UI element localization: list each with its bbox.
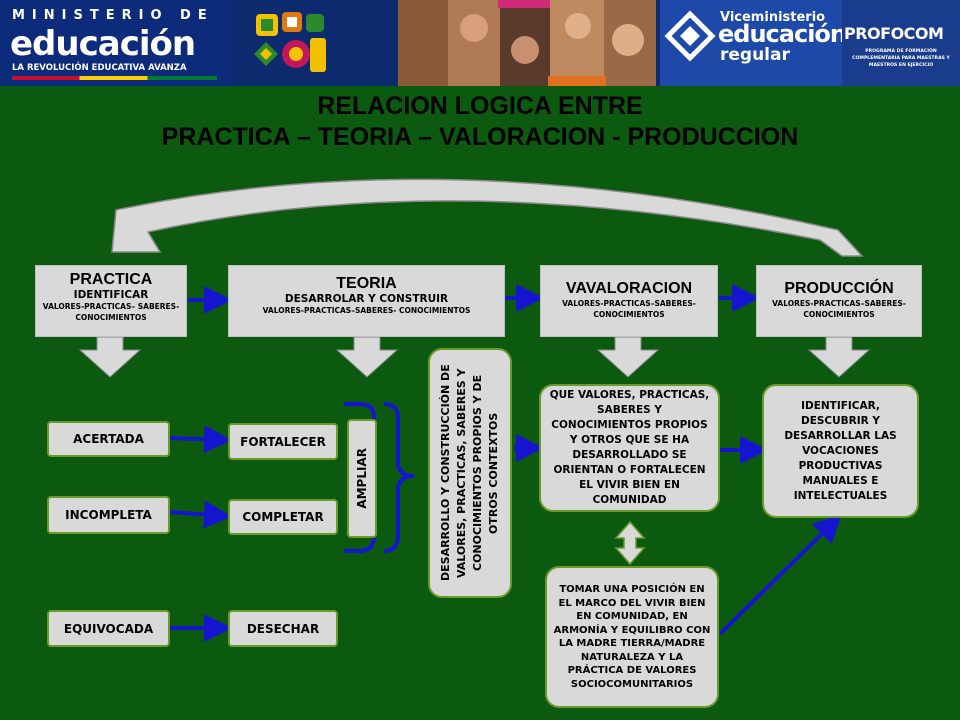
teoria-box: TEORIA DESARROLAR Y CONSTRUIR VALORES-PR… bbox=[228, 265, 505, 337]
down-arrow-practica bbox=[78, 336, 142, 378]
valoracion-question-box: QUE VALORES, PRACTICAS, SABERES Y CONOCI… bbox=[539, 384, 720, 512]
profocom-subtitle: PROGRAMA DE FORMACIÓN COMPLEMENTARIA PAR… bbox=[852, 49, 950, 68]
vice-educacion-text: educación bbox=[718, 20, 847, 48]
page-title-line2: PRACTICA – TEORIA – VALORACION - PRODUCC… bbox=[161, 123, 799, 151]
down-arrow-valoracion bbox=[596, 336, 660, 378]
page-title-line1: RELACION LOGICA ENTRE bbox=[317, 92, 643, 120]
desarrollo-text: DESARROLLO Y CONSTRUCCIÓN DE VALORES, PR… bbox=[439, 364, 500, 582]
completar-box: COMPLETAR bbox=[228, 499, 338, 535]
ampliar-box: AMPLIAR bbox=[347, 419, 377, 538]
valoracion-detail: VALORES-PRACTICAS–SABERES- CONOCIMIENTOS bbox=[562, 299, 696, 319]
incompleta-box: INCOMPLETA bbox=[47, 496, 170, 534]
return-curve-arrow bbox=[111, 178, 864, 257]
arrow-acertada-fortalecer bbox=[169, 425, 232, 454]
desechar-box: DESECHAR bbox=[228, 610, 338, 647]
arrow-position-produccion bbox=[718, 514, 842, 636]
valoracion-position-box: TOMAR UNA POSICIÓN EN EL MARCO DEL VIVIR… bbox=[545, 566, 719, 708]
viceministerio-text: Viceministerio bbox=[720, 10, 826, 25]
fortalecer-box: FORTALECER bbox=[228, 423, 338, 460]
arrow-incompleta-completar bbox=[169, 500, 232, 529]
practica-subtitle: IDENTIFICAR bbox=[73, 289, 149, 301]
teoria-detail: VALORES-PRACTICAS–SABERES- CONOCIMIENTOS bbox=[262, 306, 471, 315]
children-photo-strip bbox=[398, 0, 656, 86]
viceministerio-logo: Viceministerio educación regular bbox=[660, 0, 847, 86]
revolucion-text: LA REVOLUCIÓN EDUCATIVA AVANZA bbox=[12, 63, 187, 73]
ministerio-logo: MINISTERIO DE educación LA REVOLUCIÓN ED… bbox=[0, 0, 232, 86]
down-arrow-produccion bbox=[807, 336, 871, 378]
vice-emblem-icon bbox=[664, 10, 716, 62]
vice-regular-text: regular bbox=[720, 45, 790, 65]
produccion-detail: VALORES-PRACTICAS–SABERES- CONOCIMIENTOS bbox=[772, 299, 906, 319]
valoracion-box: VAVALORACION VALORES-PRACTICAS–SABERES- … bbox=[540, 265, 718, 337]
ampliar-label: AMPLIAR bbox=[355, 448, 369, 509]
profocom-title: PROFOCOM bbox=[844, 24, 944, 43]
valoracion-title: VAVALORACION bbox=[565, 280, 693, 297]
brace-right bbox=[383, 402, 415, 553]
practica-title: PRACTICA bbox=[69, 271, 153, 288]
ministerio-line: MINISTERIO DE bbox=[12, 8, 214, 23]
produccion-text-box: IDENTIFICAR, DESCUBRIR Y DESARROLLAR LAS… bbox=[762, 384, 919, 518]
teoria-subtitle: DESARROLAR Y CONSTRUIR bbox=[284, 293, 449, 305]
acertada-box: ACERTADA bbox=[47, 421, 170, 457]
equivocada-box: EQUIVOCADA bbox=[47, 610, 170, 647]
header-banner: MINISTERIO DE educación LA REVOLUCIÓN ED… bbox=[0, 0, 960, 86]
produccion-title: PRODUCCIÓN bbox=[784, 280, 894, 297]
profocom-logo: PROFOCOM PROGRAMA DE FORMACIÓN COMPLEMEN… bbox=[842, 0, 960, 86]
double-arrow bbox=[614, 520, 646, 566]
practica-detail: VALORES-PRACTICAS– SABERES- CONOCIMIENTO… bbox=[42, 302, 180, 322]
practica-box: PRACTICA IDENTIFICAR VALORES-PRACTICAS– … bbox=[35, 265, 187, 337]
educacion-word: educación bbox=[10, 24, 196, 64]
desarrollo-box: DESARROLLO Y CONSTRUCCIÓN DE VALORES, PR… bbox=[428, 348, 512, 598]
flag-stripe bbox=[12, 76, 217, 80]
produccion-box: PRODUCCIÓN VALORES-PRACTICAS–SABERES- CO… bbox=[756, 265, 922, 337]
down-arrow-teoria bbox=[335, 336, 399, 378]
emblem-icon bbox=[254, 12, 326, 72]
teoria-title: TEORIA bbox=[336, 275, 397, 292]
